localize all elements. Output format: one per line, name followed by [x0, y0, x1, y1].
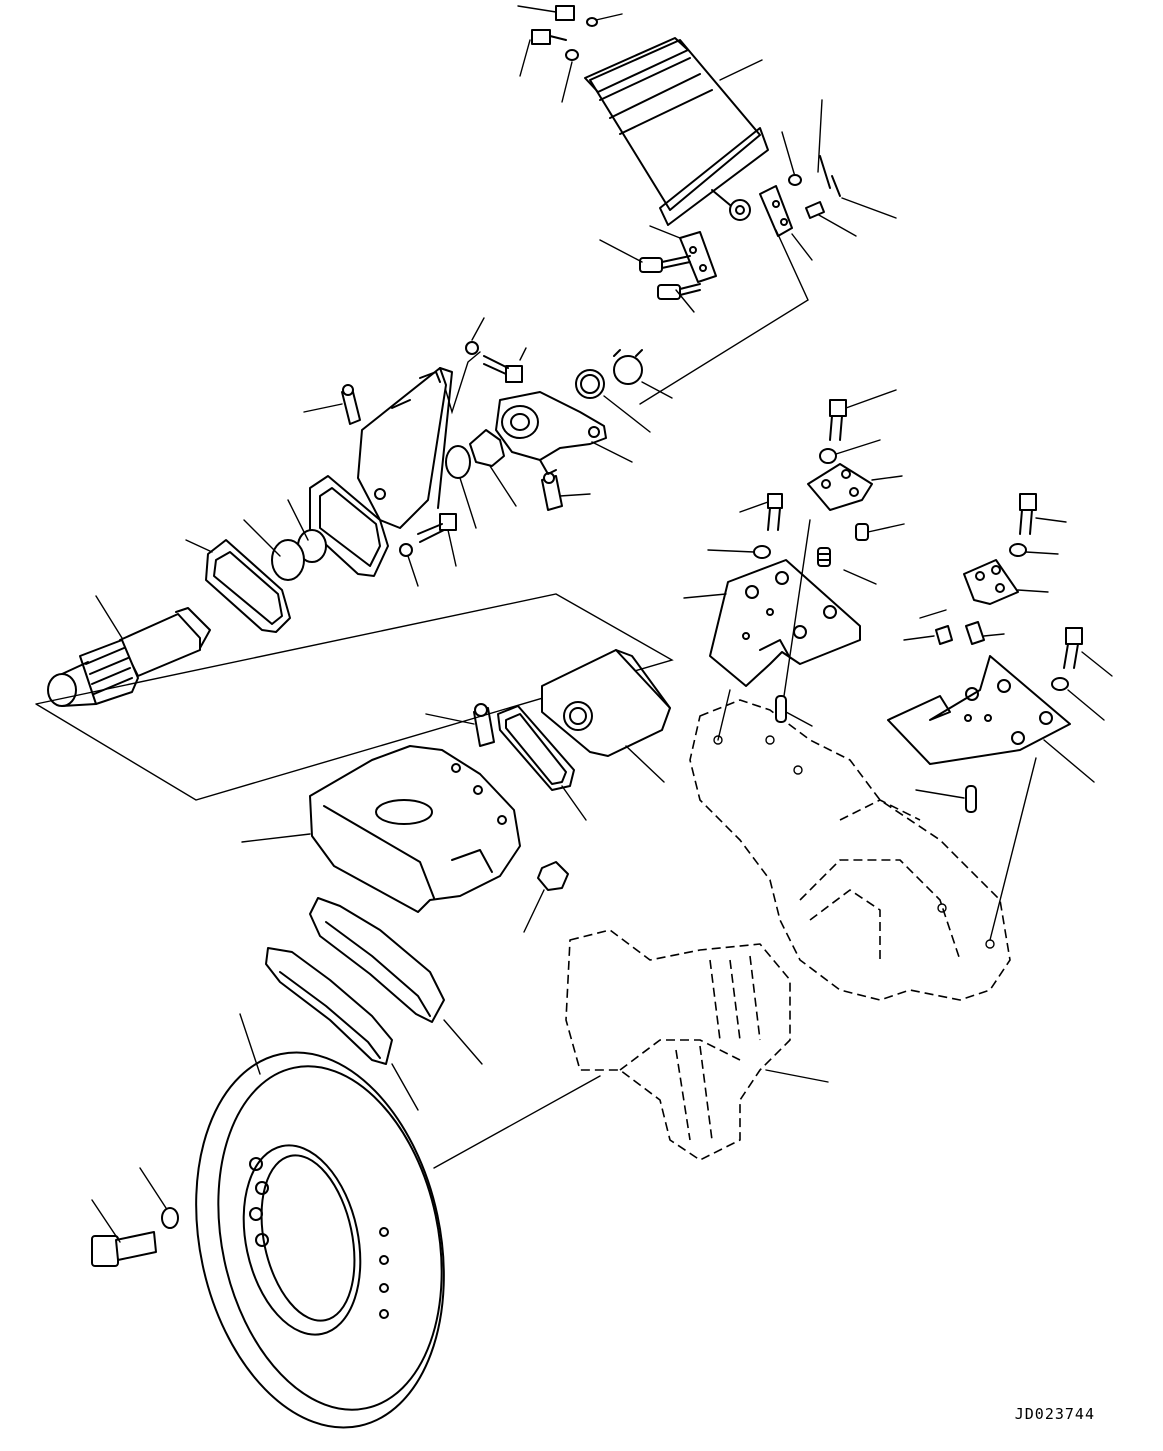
- grease-fittings: [303, 384, 591, 747]
- axle-housing-dashed: [565, 929, 829, 1161]
- bracket-bolts: [399, 317, 527, 587]
- clevis-pins: [599, 155, 841, 313]
- plate-bolts-right: [903, 493, 1113, 721]
- cam-bushing: [497, 649, 671, 821]
- disc-bolt: [91, 1167, 179, 1267]
- leader-lines-top: [517, 5, 897, 261]
- plate-bolts-left: [707, 389, 905, 585]
- assembly-frame-lower: [35, 593, 674, 801]
- knuckle-dashed: [689, 699, 1011, 1001]
- mounting-plate-right: [887, 655, 1095, 941]
- slack-adjuster-rings: [445, 349, 673, 529]
- shaft-seals-gaskets: [185, 475, 389, 633]
- brake-spider: [241, 745, 521, 913]
- brake-shoes: [265, 897, 483, 1111]
- mounting-plate-left: [683, 519, 861, 741]
- chamber-top-bolts: [531, 5, 598, 61]
- spider-nut: [523, 861, 569, 933]
- brake-chamber: [584, 37, 769, 226]
- assembly-line-upper: [439, 229, 809, 415]
- chamber-bracket: [357, 367, 453, 529]
- camshaft: [47, 595, 211, 707]
- brake-disc: [195, 1013, 601, 1429]
- slack-adjuster: [495, 391, 607, 475]
- drawing-id-label: JD023744: [1014, 1405, 1095, 1423]
